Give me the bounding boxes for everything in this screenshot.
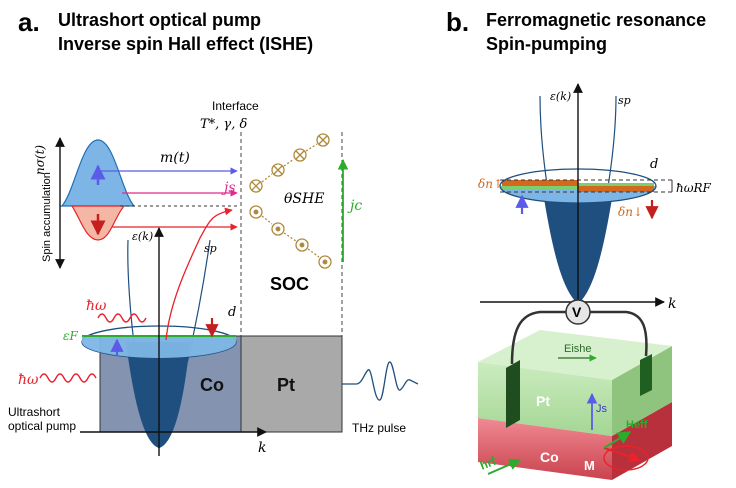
cross-symbols [249, 133, 330, 193]
pt-block [240, 335, 343, 433]
b-d-label: d [650, 157, 658, 172]
voltmeter-wire-right [590, 310, 648, 357]
b-orange-band-right [578, 186, 654, 192]
co-label: Co [200, 375, 224, 395]
sp-label: sp [204, 242, 217, 255]
voltmeter-wire-left [510, 310, 566, 365]
heff-label: Heff [626, 419, 648, 431]
spin-accumulation-label: Spin accumulation [41, 172, 53, 262]
soc-label: SOC [270, 274, 309, 294]
m-label: M [584, 458, 595, 473]
heff-vector [603, 431, 632, 449]
interface-label: Interface [212, 99, 259, 113]
co-layer-side [612, 402, 672, 480]
eishe-label: Eishe [564, 343, 592, 355]
delta-n-down-label: δn↓ [618, 205, 643, 219]
excitation-arrow [165, 207, 233, 341]
sp-band-right [158, 239, 211, 449]
m-t-label: m(t) [160, 150, 190, 166]
m-vector [603, 447, 642, 463]
right-contact [640, 354, 652, 396]
d-label: d [228, 305, 236, 320]
b-sp-band-left [539, 95, 579, 305]
panel-b-title-line1: Ferromagnetic resonance [486, 10, 706, 30]
thz-label: THz pulse [352, 421, 406, 435]
voltmeter-label: V [572, 304, 582, 320]
js-label: js [221, 180, 236, 196]
delta-n-up-label: δn↑ [478, 177, 503, 191]
pump-label-line2: optical pump [8, 419, 76, 433]
voltmeter [565, 299, 591, 325]
thz-pulse [342, 361, 419, 401]
panel-b-letter: b. [446, 7, 469, 37]
panel-a-letter: a. [18, 7, 40, 37]
interface-params: T*, γ, δ [200, 117, 247, 132]
hbar-omega-lower: ħω [18, 372, 39, 388]
hrf-label: hrf [478, 453, 499, 472]
b-orange-band-left [502, 180, 578, 186]
dot-symbols [249, 205, 332, 269]
b-green-band-right [578, 183, 654, 186]
panel-b: b. Ferromagnetic resonance Spin-pumping … [446, 7, 712, 480]
epsilon-f-label: εF [63, 329, 78, 343]
b-sp-label: sp [618, 94, 631, 107]
hbar-omega-rf-label: ħωRF [676, 181, 712, 195]
hrf-arrow [487, 458, 522, 475]
panel-a-title-line1: Ultrashort optical pump [58, 10, 261, 30]
b-co-label: Co [540, 449, 559, 465]
k-label: k [258, 440, 266, 456]
panel-a: a. Ultrashort optical pump Inverse spin … [8, 7, 419, 456]
panel-a-title-line2: Inverse spin Hall effect (ISHE) [58, 34, 313, 54]
epsilon-k-label: ε(k) [132, 230, 153, 243]
panel-b-title-line2: Spin-pumping [486, 34, 607, 54]
b-sp-band-right [577, 95, 617, 305]
n-sigma-label: nσ(t) [33, 145, 47, 175]
precession-ellipse [603, 445, 649, 471]
b-k-label: k [668, 296, 676, 312]
theta-she-label: θSHE [284, 191, 324, 207]
b-pt-label: Pt [536, 393, 550, 409]
pt-layer-top [478, 330, 672, 380]
jc-label: jc [347, 198, 362, 214]
pt-label: Pt [277, 375, 295, 395]
b-green-band-left [502, 186, 578, 189]
photon-wave-lower [39, 373, 97, 383]
d-band-fill [126, 342, 190, 448]
photon-wave-upper [97, 313, 147, 323]
b-epsilon-k-label: ε(k) [550, 90, 571, 103]
pump-label-line1: Ultrashort [8, 405, 61, 419]
b-js-label: Js [596, 403, 608, 415]
hbar-omega-upper: ħω [86, 298, 107, 314]
left-contact [506, 360, 520, 428]
